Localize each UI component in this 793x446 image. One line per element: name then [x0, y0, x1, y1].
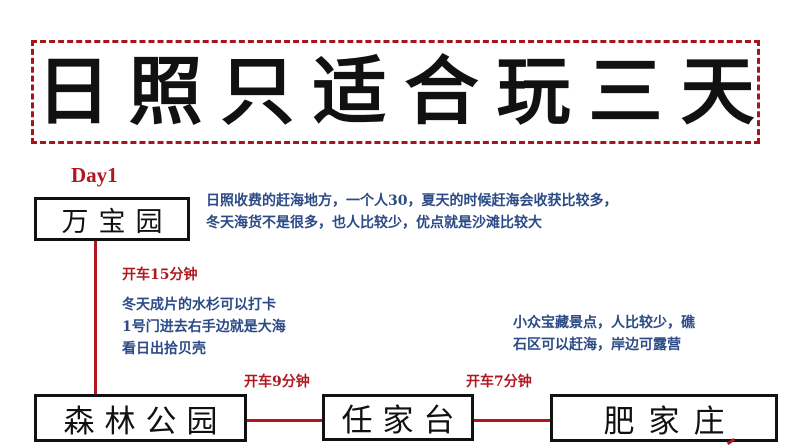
note-line: 日照收费的赶海地方，一个人30，夏天的时候赶海会收获比较多， — [206, 193, 618, 209]
route-connector-horizontal — [474, 419, 550, 422]
place-box-senlin-gongyuan: 森林公园 — [34, 394, 247, 442]
note-line: 石区可以赶海，岸边可露营 — [513, 337, 681, 353]
drive-time-label: 开车7分钟 — [466, 374, 532, 390]
note-line: 冬天成片的水杉可以打卡 — [122, 297, 276, 313]
note-senlin-gongyuan: 冬天成片的水杉可以打卡 1号门进去右手边就是大海 看日出拾贝壳 — [122, 294, 286, 360]
note-feijiazhuang: 小众宝藏景点，人比较少，礁 石区可以赶海，岸边可露营 — [513, 312, 695, 356]
drive-time-label: 开车9分钟 — [244, 374, 310, 390]
day-label: Day1 — [71, 163, 118, 187]
place-box-wanbaoyuan: 万宝园 — [34, 197, 190, 241]
note-line: 1号门进去右手边就是大海 — [122, 319, 286, 335]
note-line: 冬天海货不是很多，也人比较少，优点就是沙滩比较大 — [206, 215, 542, 231]
note-wanbaoyuan: 日照收费的赶海地方，一个人30，夏天的时候赶海会收获比较多， 冬天海货不是很多，… — [206, 190, 617, 234]
place-name: 森林公园 — [63, 403, 228, 440]
place-name: 肥家庄 — [603, 403, 739, 440]
place-name: 万宝园 — [61, 206, 173, 238]
route-connector-vertical — [94, 241, 97, 394]
title-banner: 日照只适合玩三天 — [31, 40, 760, 144]
note-line: 小众宝藏景点，人比较少，礁 — [513, 315, 695, 331]
place-name: 任家台 — [341, 403, 465, 439]
drive-time-label: 开车15分钟 — [122, 267, 198, 283]
page-title: 日照只适合玩三天 — [36, 49, 773, 135]
place-box-renjiatai: 任家台 — [322, 394, 474, 441]
route-connector-horizontal — [247, 419, 322, 422]
note-line: 看日出拾贝壳 — [122, 341, 206, 357]
place-box-feijiazhuang: 肥家庄 — [550, 394, 778, 442]
